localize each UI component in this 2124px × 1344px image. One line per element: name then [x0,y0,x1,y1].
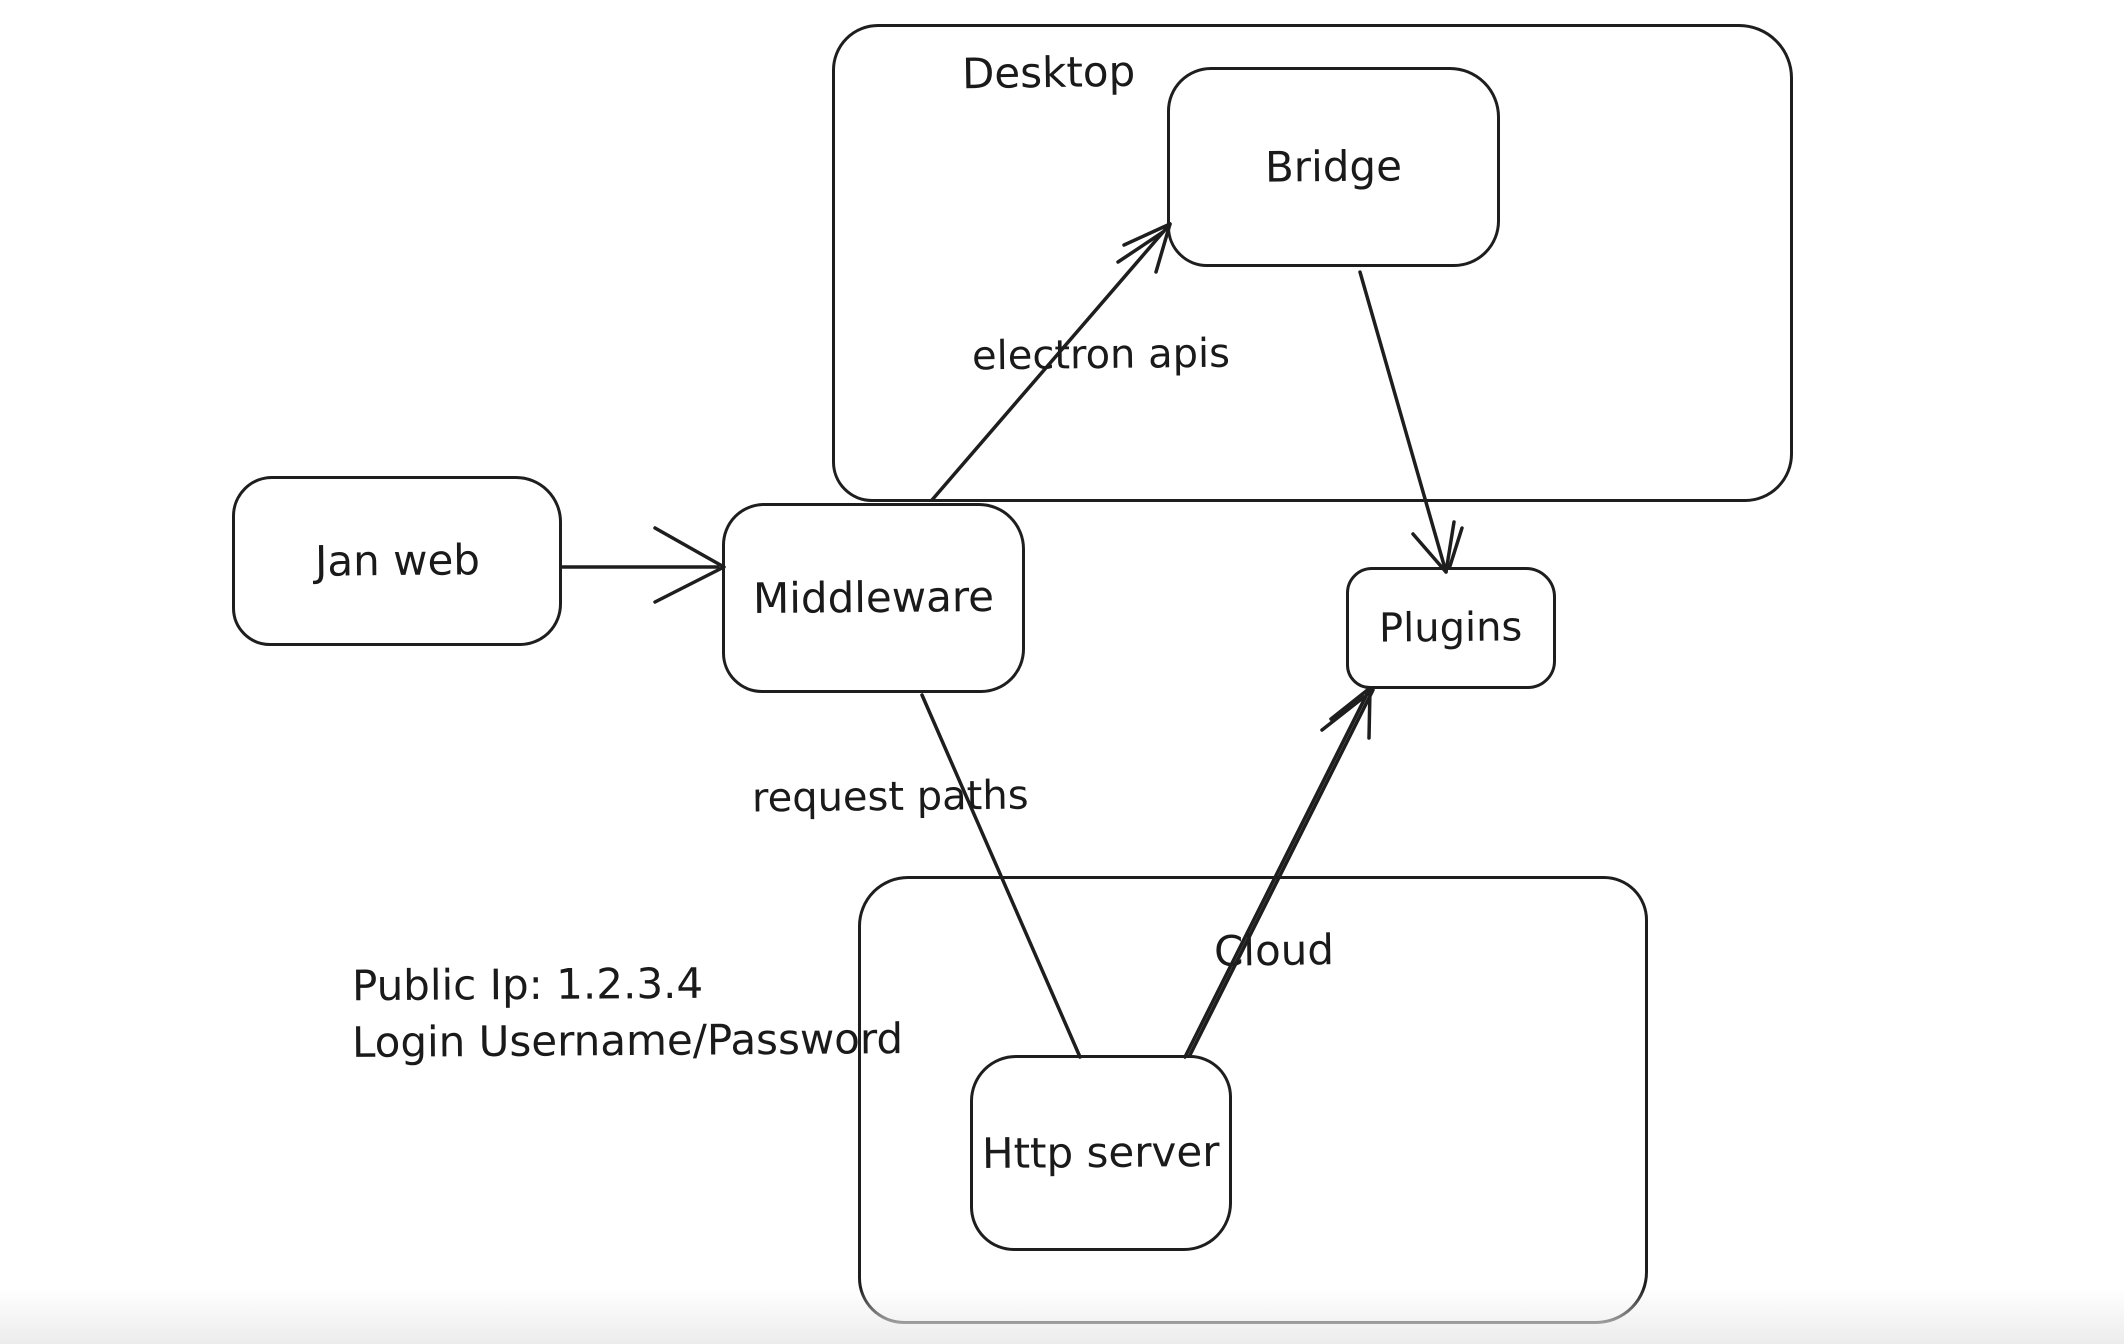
bottom-page-fade [0,1288,2124,1344]
node-plugins[interactable]: Plugins [1346,567,1556,689]
annotation-login[interactable]: Login Username/Password [351,1014,904,1067]
desktop-container-box[interactable] [832,24,1793,502]
node-bridge[interactable]: Bridge [1167,67,1500,267]
node-jan-web[interactable]: Jan web [232,476,562,646]
annotation-public-ip[interactable]: Public Ip: 1.2.3.4 [351,958,704,1011]
edge-httpserver-to-plugins-arrow[interactable] [1183,686,1375,1059]
edge-label-electron-apis[interactable]: electron apis [971,330,1231,380]
edge-label-request-paths[interactable]: request paths [751,772,1029,822]
edge-middleware-to-httpserver-line[interactable] [920,693,1082,1059]
edge-middleware-to-bridge-arrow[interactable] [930,222,1172,502]
node-middleware[interactable]: Middleware [722,503,1025,693]
edge-bridge-to-plugins-arrow[interactable] [1358,270,1464,574]
edge-janweb-to-middleware-arrow[interactable] [560,526,726,604]
node-http-server[interactable]: Http server [970,1055,1232,1251]
